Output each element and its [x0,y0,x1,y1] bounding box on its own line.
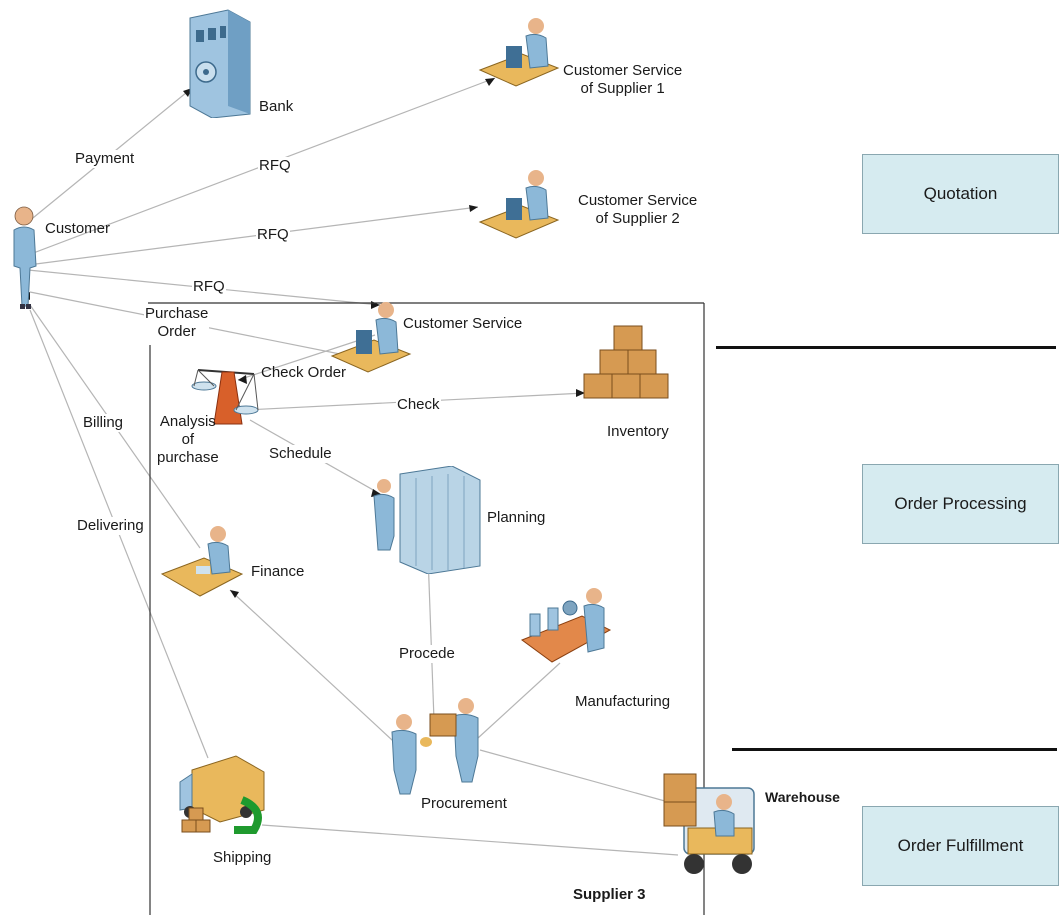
analysis-scale-icon [191,369,259,425]
edge-check-label: Check [396,396,441,414]
planning-label: Planning [487,509,546,526]
edge-delivering-label: Delivering [76,517,145,535]
line-finance [229,589,406,753]
edge-purchase-order-label: Purchase Order [144,305,210,341]
customer-service-3-icon [330,302,412,373]
warehouse-forklift-icon [663,773,755,874]
edge-check-order-label: Check Order [261,364,347,381]
finance-label: Finance [251,563,305,580]
phase-order-fulfillment: Order Fulfillment [862,806,1059,886]
warehouse-label: Warehouse [765,789,840,805]
edge-rfq-2-label: RFQ [256,226,290,244]
edge-procede-label: Procede [398,645,456,663]
manufacturing-icon [520,588,612,663]
arrowhead-cs1 [485,78,495,86]
line-check-order [237,334,376,381]
phase-divider-1 [716,346,1056,349]
finance-desk-icon [160,526,244,597]
edge-rfq-1-label: RFQ [258,157,292,175]
phase-quotation: Quotation [862,154,1059,234]
inventory-boxes-icon [583,325,669,399]
customer-service-1-icon [478,18,560,87]
analysis-label: Analysis of purchase [157,413,219,466]
customer-person-icon [13,206,37,309]
customer-label: Customer [45,220,111,237]
inventory-label: Inventory [607,423,669,440]
procurement-people-icon [391,698,479,795]
cs2-label: Customer Service of Supplier 2 [578,192,698,227]
line-shipping [261,824,679,856]
arrowhead-analysis [238,375,247,384]
line-warehouse [479,749,673,804]
supplier3-label: Supplier 3 [573,886,646,903]
bank-building-icon [189,9,251,118]
arrowhead-cs2 [469,205,478,212]
edge-rfq-3-label: RFQ [192,278,226,296]
edge-payment-label: Payment [74,150,136,168]
shipping-label: Shipping [213,849,272,866]
manufacturing-label: Manufacturing [575,693,671,710]
arrowhead-inventory [576,389,585,397]
cs1-label: Customer Service of Supplier 1 [563,62,683,97]
procurement-label: Procurement [421,795,507,812]
edge-schedule-label: Schedule [268,445,333,463]
phase-divider-2 [732,748,1057,751]
cs3-label: Customer Service [403,315,523,332]
phase-order-processing: Order Processing [862,464,1059,544]
shipping-truck-icon [179,755,265,834]
edge-billing-label: Billing [82,414,125,432]
line-manufacturing [477,662,561,739]
customer-service-2-icon [478,170,560,239]
planning-server-icon [373,466,481,574]
line-procede [427,554,435,721]
bank-label: Bank [259,98,294,115]
line-rfq-2 [27,206,479,266]
arrowhead-finance [230,590,239,598]
